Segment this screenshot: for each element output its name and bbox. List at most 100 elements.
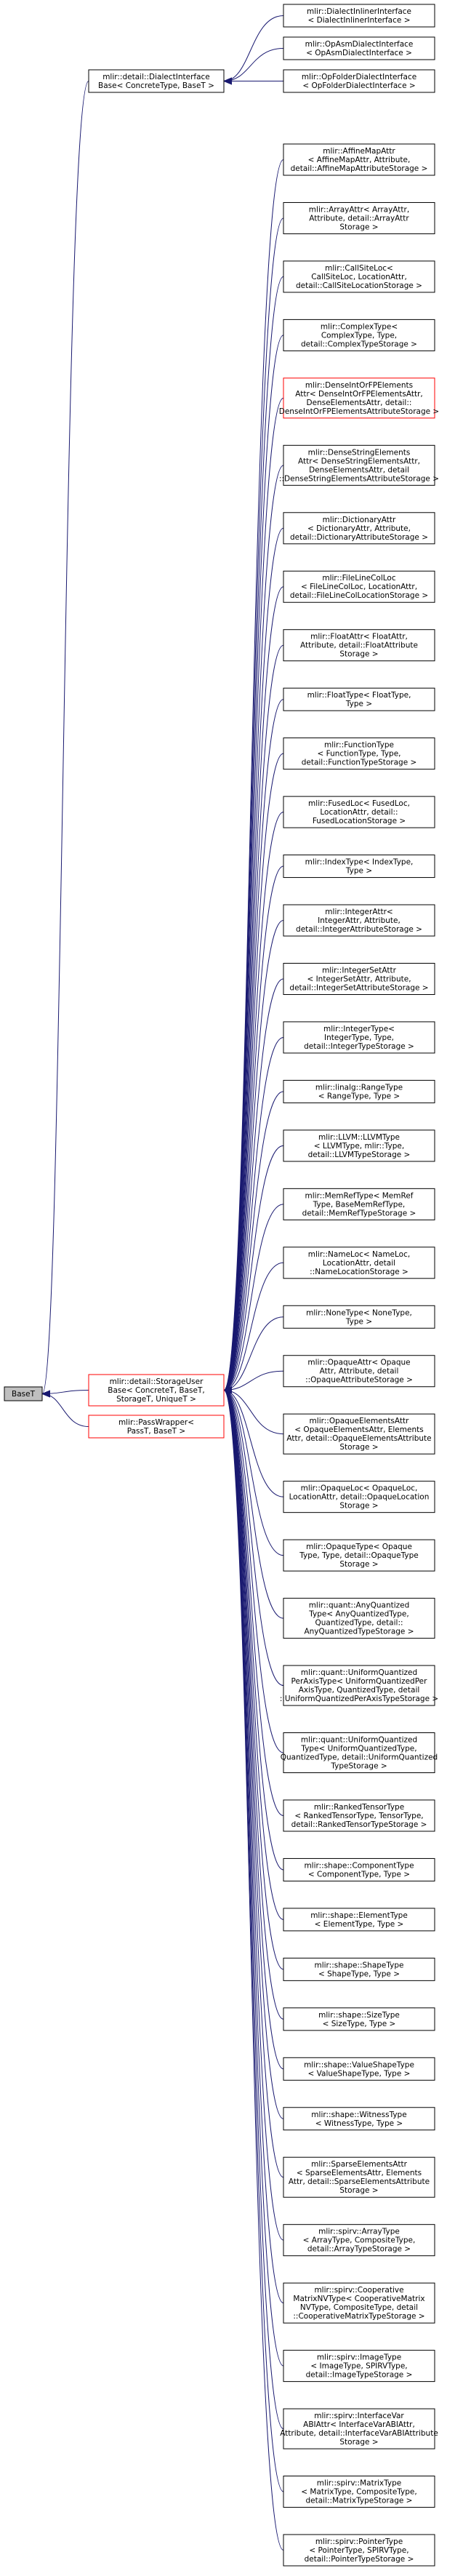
derived-class-node[interactable]: mlir::DialectInlinerInterface< DialectIn… [283, 4, 435, 28]
node-label: < RankedTensorType, TensorType, [294, 1812, 423, 1820]
class-nodes: mlir::DialectInlinerInterface< DialectIn… [4, 4, 439, 2567]
inheritance-edge [223, 1262, 284, 1394]
derived-class-node[interactable]: mlir::CallSiteLoc<CallSiteLoc, LocationA… [283, 260, 435, 293]
derived-class-node[interactable]: mlir::OpaqueLoc< OpaqueLoc,LocationAttr,… [283, 1481, 435, 1513]
node-box [283, 2350, 435, 2383]
derived-class-node[interactable]: mlir::FunctionType< FunctionType, Type,d… [283, 737, 435, 770]
derived-class-node[interactable]: mlir::quant::UniformQuantizedType< Unifo… [281, 1732, 438, 1774]
node-box [283, 1857, 435, 1881]
node-label: mlir::spirv::PointerType [315, 2537, 403, 2546]
node-box [283, 2408, 435, 2449]
derived-class-node[interactable]: mlir::quant::UniformQuantizedPerAxisType… [280, 1665, 438, 1706]
inheritance-edge [223, 1386, 284, 1816]
inheritance-edge [41, 1390, 89, 1398]
derived-class-node[interactable]: mlir::NameLoc< NameLoc,LocationAttr, det… [283, 1247, 435, 1279]
derived-class-node[interactable]: mlir::IntegerSetAttr< IntegerSetAttr, At… [283, 962, 435, 995]
derived-class-node[interactable]: mlir::spirv::PointerType< PointerType, S… [283, 2534, 435, 2567]
node-label: mlir::FloatAttr< FloatAttr, [310, 633, 408, 641]
node-box [283, 1305, 435, 1329]
derived-class-node[interactable]: mlir::OpAsmDialectInterface< OpAsmDialec… [283, 36, 435, 60]
node-box [283, 1665, 435, 1706]
node-label: DenseElementsAttr, detail:: [307, 399, 412, 407]
derived-class-node[interactable]: mlir::OpFolderDialectInterface< OpFolder… [283, 69, 435, 93]
node-label: < LLVMType, mlir::Type, [314, 1142, 404, 1151]
derived-class-node[interactable]: mlir::SparseElementsAttr< SparseElements… [283, 2156, 435, 2198]
node-label: mlir::DictionaryAttr [323, 516, 396, 524]
derived-class-node[interactable]: mlir::shape::ValueShapeType< ValueShapeT… [283, 2057, 435, 2081]
node-label: < SizeType, Type > [323, 2020, 396, 2028]
derived-class-node[interactable]: mlir::DenseStringElementsAttr< DenseStri… [279, 444, 439, 486]
derived-class-node[interactable]: mlir::IndexType< IndexType,Type > [283, 855, 435, 879]
node-label: mlir::FloatType< FloatType, [307, 691, 411, 700]
node-box [283, 2534, 435, 2567]
node-box [283, 1732, 435, 1774]
node-label: Storage > [339, 1560, 378, 1569]
derived-class-node[interactable]: mlir::MemRefType< MemRefType, BaseMemRef… [283, 1188, 435, 1220]
derived-class-node[interactable]: mlir::OpaqueAttr< OpaqueAttr, Attribute,… [283, 1355, 435, 1388]
derived-class-node[interactable]: mlir::FusedLoc< FusedLoc,LocationAttr, d… [283, 796, 435, 828]
derived-class-node[interactable]: mlir::shape::WitnessType< WitnessType, T… [283, 2107, 435, 2131]
node-label: LocationAttr, detail [323, 1259, 395, 1268]
inheritance-edge [223, 1386, 284, 2551]
node-box [283, 36, 435, 60]
node-label: IntegerAttr, Attribute, [318, 916, 400, 925]
node-label: < OpaqueElementsAttr, Elements [294, 1425, 423, 1434]
derived-class-node[interactable]: mlir::DictionaryAttr< DictionaryAttr, At… [283, 512, 435, 545]
derived-class-node[interactable]: mlir::spirv::InterfaceVarABIAttr< Interf… [280, 2408, 438, 2449]
derived-class-node[interactable]: mlir::OpaqueElementsAttr< OpaqueElements… [283, 1413, 435, 1455]
derived-class-node[interactable]: mlir::RankedTensorType< RankedTensorType… [283, 1799, 435, 1832]
derived-class-node[interactable]: mlir::linalg::RangeType< RangeType, Type… [283, 1079, 435, 1103]
derived-class-node[interactable]: mlir::shape::SizeType< SizeType, Type > [283, 2007, 435, 2031]
node-label: detail::ImageTypeStorage > [306, 2371, 413, 2380]
derived-class-node[interactable]: mlir::FloatAttr< FloatAttr,Attribute, de… [283, 629, 435, 662]
inheritance-edge [223, 1386, 284, 1871]
node-label: < ValueShapeType, Type > [308, 2069, 411, 2078]
node-label: < ComponentType, Type > [308, 1870, 410, 1879]
derived-class-node[interactable]: mlir::spirv::MatrixType< MatrixType, Com… [283, 2476, 435, 2508]
inheritance-edge [223, 1386, 284, 1753]
node-label: mlir::shape::ElementType [310, 1911, 408, 1920]
node-label: PassT, BaseT > [127, 1427, 185, 1436]
derived-class-node[interactable]: mlir::shape::ElementType< ElementType, T… [283, 1908, 435, 1932]
node-label: < ImageType, SPIRVType, [310, 2362, 407, 2371]
node-label: < DialectInlinerInterface > [307, 16, 410, 25]
derived-class-node[interactable]: mlir::DenseIntOrFPElementsAttr< DenseInt… [279, 377, 439, 419]
node-label: Storage > [339, 2438, 378, 2447]
derived-class-node[interactable]: mlir::ComplexType<ComplexType, Type,deta… [283, 319, 435, 351]
node-box [283, 1908, 435, 1932]
derived-class-node[interactable]: mlir::FloatType< FloatType,Type > [283, 687, 435, 711]
node-label: < AffineMapAttr, Attribute, [308, 156, 411, 164]
node-box [283, 1079, 435, 1103]
derived-class-node[interactable]: mlir::shape::ComponentType< ComponentTyp… [283, 1857, 435, 1881]
derived-class-node[interactable]: mlir::AffineMapAttr< AffineMapAttr, Attr… [283, 143, 435, 176]
node-label: detail::AffineMapAttributeStorage > [291, 164, 428, 173]
derived-class-node[interactable]: mlir::spirv::ArrayType< ArrayType, Compo… [283, 2224, 435, 2257]
node-label: < FunctionType, Type, [317, 750, 400, 759]
node-box [283, 1481, 435, 1513]
node-label: NVType, CompositeType, detail [300, 2303, 418, 2312]
derived-class-node[interactable]: mlir::IntegerAttr<IntegerAttr, Attribute… [283, 904, 435, 937]
node-box [283, 2156, 435, 2198]
base-t-node[interactable]: BaseT [4, 1386, 43, 1401]
inheritance-edge [223, 1386, 284, 1970]
derived-class-node[interactable]: mlir::ArrayAttr< ArrayAttr,Attribute, de… [283, 201, 435, 234]
derived-class-node[interactable]: mlir::IntegerType<IntegerType, Type,deta… [283, 1021, 435, 1054]
derived-class-node[interactable]: mlir::quant::AnyQuantizedType< AnyQuanti… [283, 1598, 435, 1639]
derived-class-node[interactable]: mlir::FileLineColLoc< FileLineColLoc, Lo… [283, 570, 435, 603]
node-label: detail::CallSiteLocationStorage > [296, 281, 422, 290]
derived-class-node[interactable]: mlir::OpaqueType< OpaqueType, Type, deta… [283, 1539, 435, 1572]
pass-wrapper-node[interactable]: mlir::PassWrapper<PassT, BaseT > [88, 1415, 225, 1439]
node-box [88, 1374, 225, 1407]
inheritance-edge [223, 753, 284, 1394]
node-label: BaseT [12, 1390, 36, 1399]
node-label: mlir::LLVM::LLVMType [318, 1133, 400, 1142]
node-label: detail::MatrixTypeStorage > [306, 2497, 413, 2505]
derived-class-node[interactable]: mlir::NoneType< NoneType,Type > [283, 1305, 435, 1329]
derived-class-node[interactable]: mlir::shape::ShapeType< ShapeType, Type … [283, 1957, 435, 1981]
derived-class-node[interactable]: mlir::LLVM::LLVMType< LLVMType, mlir::Ty… [283, 1129, 435, 1162]
derived-class-node[interactable]: mlir::spirv::ImageType< ImageType, SPIRV… [283, 2350, 435, 2383]
